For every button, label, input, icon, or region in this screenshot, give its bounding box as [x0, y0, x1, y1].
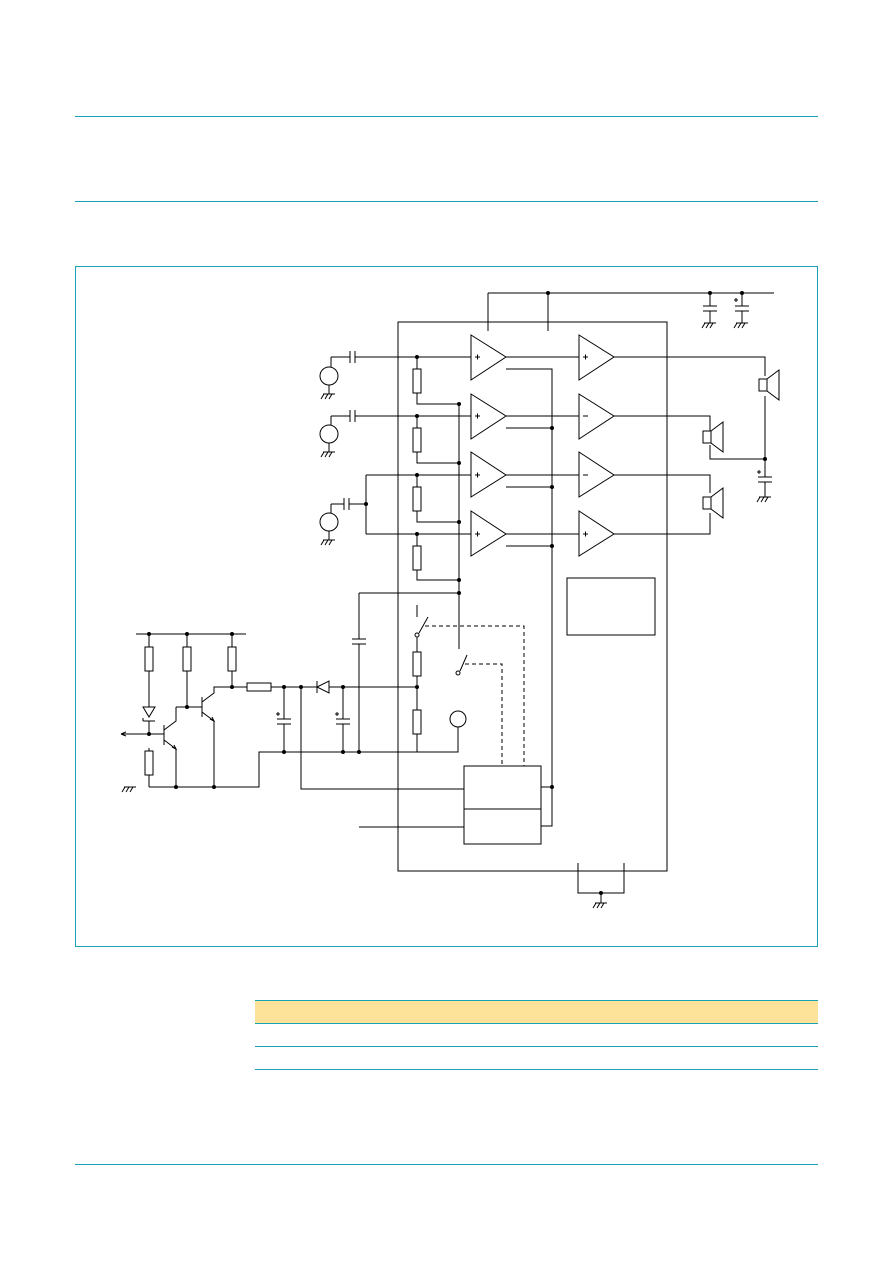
table-row — [255, 1024, 818, 1047]
footer-rule — [75, 1164, 818, 1165]
resistor — [412, 486, 422, 512]
amplifier-8 — [578, 510, 615, 557]
ground-icon — [756, 496, 771, 503]
loudspeaker-icon — [758, 369, 780, 401]
amplifier-3 — [470, 451, 507, 498]
protection-block — [566, 577, 656, 636]
resistor — [246, 682, 272, 692]
ground-icon — [701, 322, 716, 329]
amplifier-5 — [578, 334, 615, 381]
electrolytic-capacitor-output — [757, 470, 772, 497]
mode-select-block — [463, 765, 542, 810]
loudspeaker-icon — [702, 421, 724, 453]
npn-transistor — [201, 686, 247, 787]
figure-frame — [75, 266, 818, 947]
resistor — [412, 427, 422, 453]
amplifier-4 — [470, 510, 507, 557]
amplifier-1 — [470, 334, 507, 381]
resistor — [182, 646, 192, 672]
signal-source-3 — [319, 512, 339, 532]
switch-2 — [459, 654, 468, 672]
capacitor-input — [349, 410, 356, 422]
dashed-link — [425, 625, 525, 766]
table-row — [255, 1047, 818, 1069]
header-rule-top — [75, 116, 818, 117]
resistor — [412, 545, 422, 571]
amplifier-7 — [578, 451, 615, 498]
diode — [315, 680, 330, 694]
zener-diode — [142, 706, 156, 722]
amplifier-6 — [578, 393, 615, 440]
resistor — [144, 646, 154, 672]
signal-source-1 — [319, 366, 339, 386]
table-header — [255, 1001, 818, 1024]
resistor — [412, 651, 422, 677]
signal-source-2 — [319, 424, 339, 444]
ground-icon — [733, 322, 748, 329]
resistor — [412, 709, 422, 735]
resistor — [144, 750, 154, 776]
switch-1 — [418, 616, 429, 634]
npn-transistor — [163, 707, 178, 787]
switch-contact — [455, 670, 461, 676]
capacitor-input — [349, 351, 356, 363]
loudspeaker-icon — [702, 487, 724, 519]
ground-icon — [320, 451, 335, 458]
input-line-1 — [330, 356, 471, 367]
junction — [546, 291, 550, 295]
supply-rail — [487, 292, 774, 331]
standby-block — [463, 808, 542, 845]
input-line-3 — [330, 474, 471, 535]
signal-source-mode — [449, 710, 467, 728]
circuit-diagram — [120, 291, 780, 909]
input-line-2 — [330, 415, 471, 425]
header-rule-bottom — [75, 201, 818, 202]
capacitor-input — [343, 498, 350, 510]
ground-icon — [592, 902, 607, 909]
amplifier-2 — [470, 393, 507, 440]
electrolytic-capacitor — [276, 687, 291, 752]
ground-icon — [320, 539, 335, 546]
electrolytic-capacitor — [335, 687, 350, 752]
electrolytic-capacitor-supply — [734, 293, 749, 323]
ground-icon — [320, 393, 335, 400]
ic-body — [397, 321, 668, 872]
ground-icon — [121, 786, 136, 793]
capacitor-decoupling — [703, 293, 717, 323]
data-table — [255, 1000, 818, 1070]
resistor — [412, 368, 422, 394]
switch-contact — [414, 632, 420, 638]
resistor — [227, 646, 237, 672]
